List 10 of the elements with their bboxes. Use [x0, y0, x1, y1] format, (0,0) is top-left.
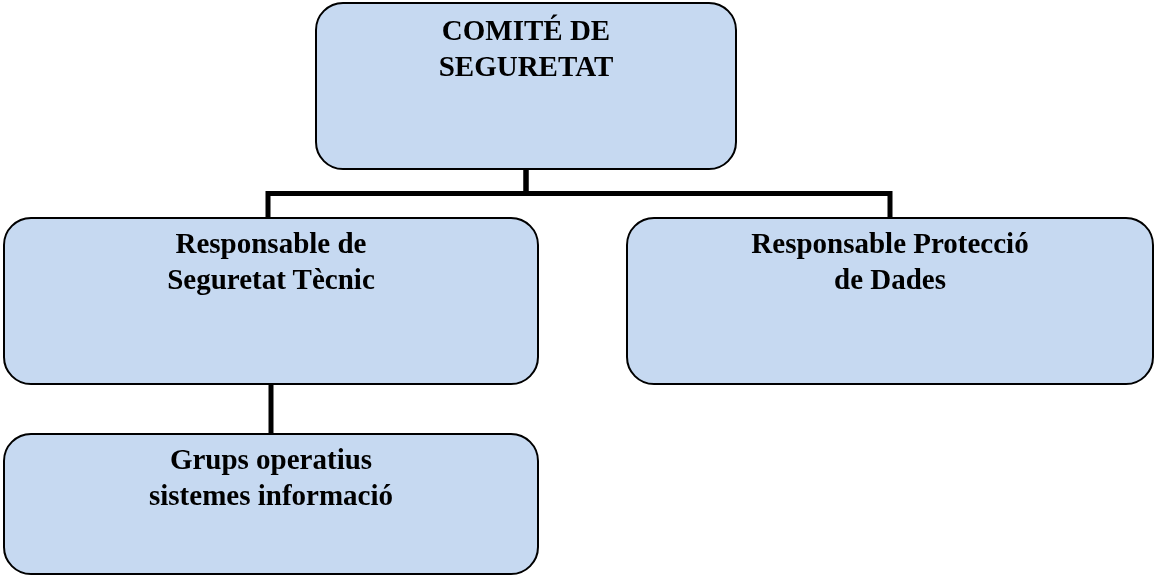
box-label: Responsable de Seguretat Tècnic [166, 226, 376, 297]
org-box [626, 217, 1154, 385]
box-label: COMITÉ DE SEGURETAT [437, 13, 615, 84]
connector-line [523, 170, 893, 217]
org-box [3, 217, 539, 385]
org-box [315, 2, 737, 170]
connector-line [268, 385, 274, 433]
box-label: Responsable Protecció de Dades [750, 226, 1030, 297]
org-box [3, 433, 539, 575]
box-label: Grups operatius sistemes informació [148, 442, 394, 513]
